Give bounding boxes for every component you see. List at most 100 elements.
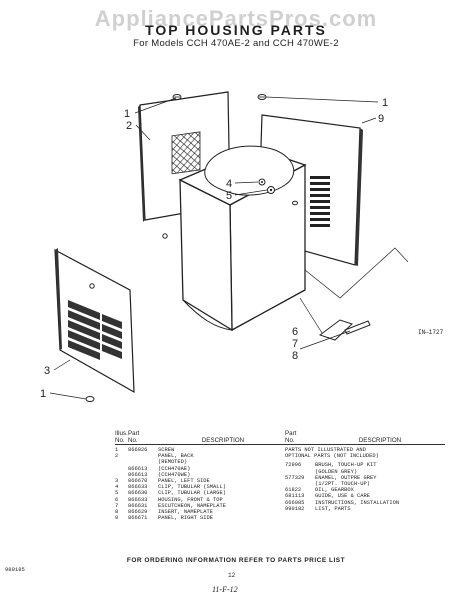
right-note-line-2: OPTIONAL PARTS (NOT INCLUDED)	[285, 453, 379, 460]
page-title: TOP HOUSING PARTS	[145, 22, 327, 38]
table-row: 866613 (CCH470AE)	[115, 466, 288, 472]
callout-1-top: 1	[124, 108, 130, 120]
table-row: 3 866670 PANEL, LEFT SIDE	[115, 478, 288, 484]
part-no: 866630	[128, 490, 148, 497]
table-row: 61822 OIL, GEARBOX	[285, 487, 445, 493]
screw-right	[292, 200, 298, 206]
part-no: 666985	[285, 499, 305, 506]
description: SCREW	[158, 447, 175, 453]
tubular-clip-large	[267, 186, 275, 194]
document-code: 980185	[5, 566, 25, 573]
table-row: 577329 ENAMEL, OUTPRE GREY	[285, 475, 445, 481]
description: (REMOTED)	[158, 459, 188, 466]
callout-9: 9	[378, 113, 384, 125]
watermark: AppliancePartsPros.com	[94, 6, 378, 31]
header-illus: Illus.	[115, 430, 128, 437]
part-no: 72996	[285, 462, 302, 469]
table-row: 8 866629 INSERT, NAMEPLATE	[115, 509, 288, 515]
tubular-clip-small	[258, 178, 266, 186]
callout-3: 3	[44, 365, 50, 377]
table-row: 666985 INSTRUCTIONS, INSTALLATION	[285, 500, 445, 506]
table-row: (1/2PT. TOUCH-UP)	[285, 481, 445, 487]
description: (CCH470WE)	[158, 471, 191, 478]
description: CLIP, TUBULAR (LARGE)	[158, 490, 226, 497]
illus-no: 5	[115, 490, 119, 497]
part-no: 866613	[128, 471, 148, 478]
description: INSERT, NAMEPLATE	[158, 509, 213, 516]
callout-5: 5	[226, 190, 232, 202]
illus-no: 4	[115, 484, 119, 491]
description: PANEL, LEFT SIDE	[158, 478, 210, 485]
callout-leaders	[49, 96, 409, 400]
callout-numbers: 1 2 1 9 4 5 3 1 6 7 8	[40, 97, 388, 400]
part-no: 866629	[128, 509, 148, 516]
figure-id: IN—1727	[418, 329, 444, 336]
housing-front-top	[178, 145, 307, 332]
description: CLIP, TUBULAR (SMALL)	[158, 484, 226, 491]
right-header-part: Part	[285, 430, 297, 437]
part-no: 866633	[128, 484, 148, 491]
page-subtitle: For Models CCH 470AE-2 and CCH 470WE-2	[133, 38, 339, 49]
table-row: 990182 LIST, PARTS	[285, 506, 445, 512]
back-panel-grille	[171, 131, 201, 175]
description: GUIDE, USE & CARE	[315, 493, 370, 500]
description: HOUSING, FRONT & TOP	[158, 496, 223, 503]
illus-no: 7	[115, 502, 119, 509]
table-row: 5 866630 CLIP, TUBULAR (LARGE)	[115, 490, 288, 496]
table-row: 2 PANEL, BACK	[115, 453, 288, 459]
right-note-line-1: PARTS NOT ILLUSTRATED AND	[285, 447, 366, 453]
left-side-panel	[54, 248, 135, 394]
table-row: 4 866633 CLIP, TUBULAR (SMALL)	[115, 484, 288, 490]
table-row: 9 866671 PANEL, RIGHT SIDE	[115, 515, 288, 521]
part-no: 866633	[128, 496, 148, 503]
description: OIL, GEARBOX	[315, 487, 354, 494]
ordering-footer: FOR ORDERING INFORMATION REFER TO PARTS …	[126, 557, 346, 564]
callout-7: 7	[292, 338, 298, 350]
illus-no: 9	[115, 515, 119, 522]
exploded-diagram: 1 2 1 9 4 5 3 1 6 7 8	[40, 91, 409, 402]
table-row: 6 866633 HOUSING, FRONT & TOP	[115, 497, 288, 503]
description: INSTRUCTIONS, INSTALLATION	[315, 499, 400, 506]
callout-1-right: 1	[382, 97, 388, 109]
illus-no: 1	[115, 447, 119, 453]
part-no: 61822	[285, 487, 302, 494]
table-row: 866613 (CCH470WE)	[115, 472, 288, 478]
header-description: DESCRIPTION	[201, 437, 245, 444]
part-no: 866670	[128, 478, 148, 485]
part-no: 866631	[128, 502, 148, 509]
illus-no: 3	[115, 478, 119, 485]
illus-no: 8	[115, 509, 119, 516]
description: LIST, PARTS	[315, 505, 351, 512]
right-header-description: DESCRIPTION	[358, 437, 402, 444]
screw-bottom	[85, 396, 95, 402]
callout-1-bottom: 1	[40, 388, 46, 400]
callout-4: 4	[226, 178, 232, 190]
callout-8: 8	[292, 350, 298, 362]
callout-6: 6	[292, 326, 298, 338]
description: ENAMEL, OUTPRE GREY	[315, 474, 377, 481]
part-no: 577329	[285, 474, 305, 481]
description: PANEL, RIGHT SIDE	[158, 515, 213, 522]
right-panel-louvers	[310, 176, 330, 227]
part-no: 866671	[128, 515, 148, 522]
handwritten-note: 11-F-12	[212, 585, 238, 594]
header-no-2: No.	[128, 437, 138, 444]
part-no: 866613	[128, 465, 148, 472]
table-row: 72996 BRUSH, TOUCH-UP KIT	[285, 462, 445, 468]
left-panel-louvers	[68, 300, 122, 360]
description: BRUSH, TOUCH-UP KIT	[315, 462, 377, 469]
callout-2: 2	[126, 120, 132, 132]
right-header-no: No.	[285, 437, 295, 444]
illus-no: 6	[115, 496, 119, 503]
part-no: 990182	[285, 505, 305, 512]
description: PANEL, BACK	[158, 453, 194, 460]
description: (CCH470AE)	[158, 465, 191, 472]
illus-no: 2	[115, 453, 119, 460]
description: (GOLDEN GREY)	[315, 468, 358, 475]
table-row: (REMOTED)	[115, 459, 288, 465]
header-no-1: No.	[115, 437, 125, 444]
screw-top-right	[257, 94, 267, 100]
